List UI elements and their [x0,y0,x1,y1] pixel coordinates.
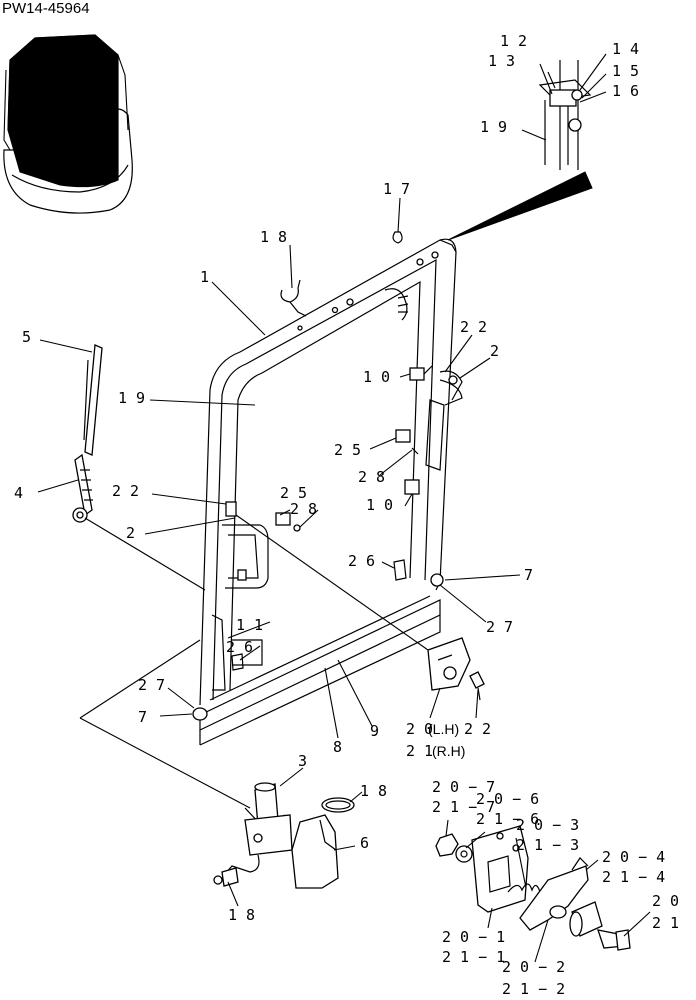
callout-2-left: 2 [126,524,135,542]
callout-1: 1 [200,268,209,286]
callout-7-right: 7 [524,566,533,584]
callout-26-right: 2 6 [348,552,375,570]
callout-28-right: 2 8 [358,468,385,486]
callout-27-right: 2 7 [486,618,513,636]
callout-7-left: 7 [138,708,147,726]
callout-18-top: 1 8 [260,228,287,246]
callout-10-upper: 1 0 [363,368,390,386]
callout-19-top: 1 9 [480,118,507,136]
callout-10-lower: 1 0 [366,496,393,514]
callout-20-3: 2 0 − 3 [516,816,579,834]
callout-16: 1 6 [612,82,639,100]
callout-21-4: 2 1 − 4 [602,868,665,886]
callout-20-4: 2 0 − 4 [602,848,665,866]
callout-22-bolt: 2 2 [464,720,491,738]
callout-26-left: 2 6 [226,638,253,656]
callout-17: 1 7 [383,180,410,198]
callout-2-right: 2 [490,342,499,360]
callout-22-left: 2 2 [112,482,139,500]
callout-labels: 1 2 1 3 1 4 1 5 1 6 1 9 1 7 1 8 1 5 2 2 … [14,32,679,998]
callout-21-1: 2 1 − 1 [442,948,505,966]
leader-lines [37,197,651,963]
callout-25-right: 2 5 [334,441,361,459]
callout-12: 1 2 [500,32,527,50]
hinge-detail-inset [521,53,607,170]
cab-locator-thumbnail [3,34,133,214]
callout-22-right: 2 2 [460,318,487,336]
callout-27-left: 2 7 [138,676,165,694]
callout-21-5: 2 1 [652,914,679,932]
callout-25-left: 2 5 [280,484,307,502]
callout-13: 1 3 [488,52,515,70]
callout-14: 1 4 [612,40,639,58]
callout-18-clamp: 1 8 [360,782,387,800]
wiper-assembly [72,344,103,523]
callout-28-left: 2 8 [290,500,317,518]
lock-assembly [213,782,355,889]
side-label-lh: (L.H) [428,721,459,737]
callout-20-6: 2 0 − 6 [476,790,539,808]
callout-20-1: 2 0 − 1 [442,928,505,946]
callout-20-2: 2 0 − 2 [502,958,565,976]
callout-9: 9 [370,722,379,740]
callout-20-5: 2 0 [652,892,679,910]
door-frame [199,238,463,746]
callout-5: 5 [22,328,31,346]
callout-21-6: 2 1 − 6 [476,810,539,828]
callout-6: 6 [360,834,369,852]
callout-21-7: 2 1 − 7 [432,798,495,816]
side-label-rh: (R.H) [432,743,465,759]
callout-21-latch: 2 1 [406,742,433,760]
callout-4: 4 [14,484,23,502]
callout-11: 1 1 [236,616,263,634]
callout-3: 3 [298,752,307,770]
callout-18-lower: 1 8 [228,906,255,924]
frame-components [192,231,463,721]
detail-pointer-wedge [447,171,593,241]
drawing-number: PW14-45964 [2,0,90,17]
latch-plate [427,637,485,701]
callout-20-latch: 2 0 [406,720,433,738]
callout-15: 1 5 [612,62,639,80]
latch-exploded-parts [435,825,631,951]
callout-21-3: 2 1 − 3 [516,836,579,854]
callout-19-frame: 1 9 [118,389,145,407]
callout-20-7: 2 0 − 7 [432,778,495,796]
callout-8: 8 [333,738,342,756]
callout-21-2: 2 1 − 2 [502,980,565,998]
